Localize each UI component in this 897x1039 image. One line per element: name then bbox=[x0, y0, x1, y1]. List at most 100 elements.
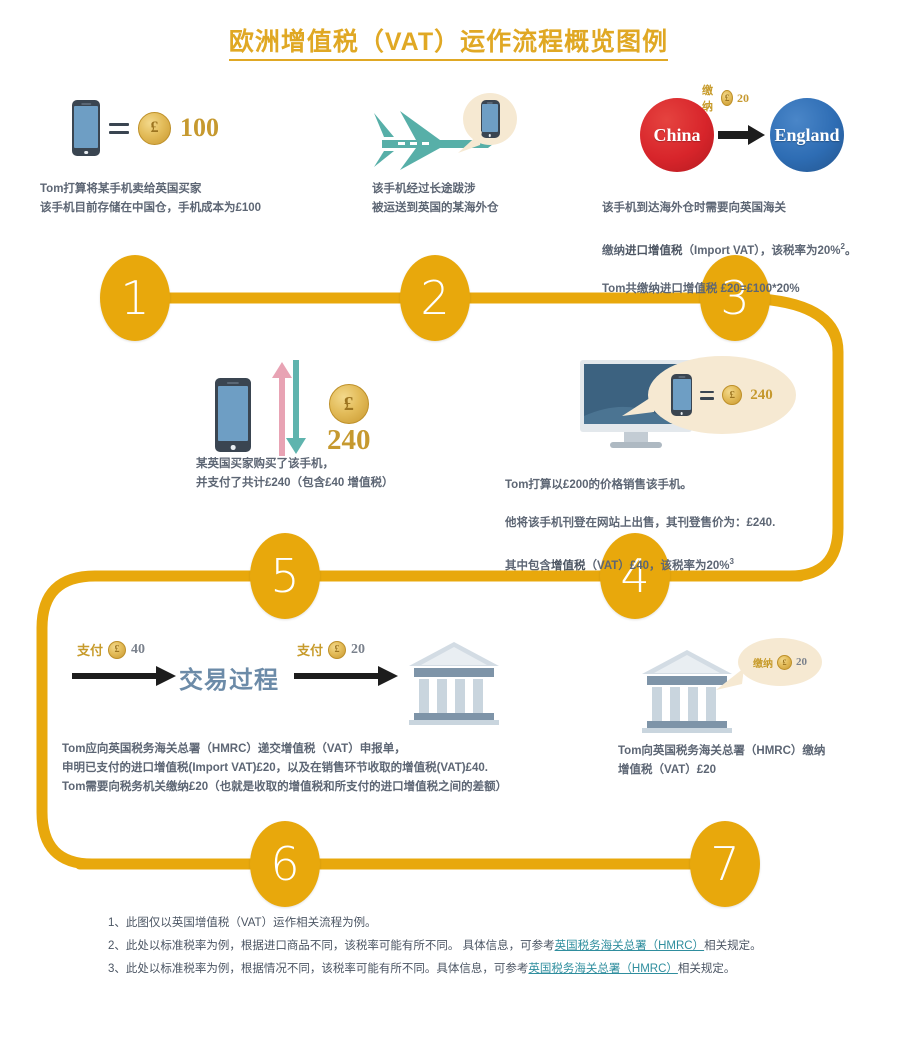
step-2-caption: 该手机经过长途跋涉 被运送到英国的某海外仓 bbox=[372, 183, 499, 214]
coin-symbol: £ bbox=[150, 119, 159, 136]
payment-label-40: 支付 £ 40 bbox=[77, 640, 145, 659]
coin-icon: £ bbox=[328, 640, 347, 659]
equals-icon bbox=[700, 390, 715, 400]
amount-240: 240 bbox=[750, 386, 773, 403]
step-4-l3-bold: 增值税 bbox=[551, 559, 586, 572]
airplane-icon bbox=[374, 111, 498, 170]
pay-amount: 20 bbox=[796, 656, 807, 668]
step-5-illustration: £ 240 bbox=[215, 360, 371, 456]
footnote-ref-3: 3 bbox=[729, 557, 734, 566]
step-1-illustration: £ 100 bbox=[72, 100, 219, 156]
country-england-label: England bbox=[774, 124, 840, 145]
step-marker-7[interactable]: 7 bbox=[690, 821, 760, 907]
payment-label-20: 支付 £ 20 bbox=[297, 640, 365, 659]
bank-building-icon bbox=[409, 642, 499, 725]
hmrc-link[interactable]: 英国税务海关总署（HMRC） bbox=[554, 940, 705, 952]
step-6-illustration: 支付 £ 40 交易过程 支付 £ 20 bbox=[72, 640, 512, 740]
speech-bubble-tail bbox=[622, 394, 656, 416]
step-4-caption-line2: 他将该手机刊登在网站上出售，其刊登售价为：£240. bbox=[505, 517, 776, 529]
step-marker-7-label: 7 bbox=[710, 837, 740, 891]
step-marker-1-label: 1 bbox=[120, 271, 150, 325]
step-4-caption-line3: 其中包含增值税（VAT）£40，该税率为20%3 bbox=[505, 552, 835, 576]
step-3-caption: 该手机到达海外仓时需要向英国海关 缴纳进口增值税（Import VAT），该税率… bbox=[602, 180, 892, 318]
phone-icon bbox=[72, 100, 100, 156]
step-3-l2-pre: 缴纳 bbox=[602, 244, 625, 257]
footnote-item: 2、此处以标准税率为例，根据进口商品不同，该税率可能有所不同。 具体信息，可参考… bbox=[108, 935, 808, 958]
step-marker-5-label: 5 bbox=[270, 549, 300, 603]
step-marker-3[interactable]: 3 bbox=[700, 255, 770, 341]
transaction-process-label: 交易过程 bbox=[179, 667, 279, 694]
step-marker-6-label: 6 bbox=[270, 837, 300, 891]
exchange-arrows-icon bbox=[272, 360, 306, 456]
page-title: 欧洲增值税（VAT）运作流程概览图例 bbox=[0, 22, 897, 61]
step-4-caption-line1: Tom打算以£200的价格销售该手机。 bbox=[505, 479, 693, 491]
pay-label: 缴纳 bbox=[753, 658, 773, 670]
step-marker-3-label: 3 bbox=[720, 271, 750, 325]
pay-label: 支付 bbox=[297, 643, 324, 658]
phone-icon bbox=[480, 100, 500, 138]
step-1-caption: Tom打算将某手机卖给英国买家 该手机目前存储在中国仓，手机成本为£100 bbox=[40, 183, 262, 214]
coin-icon: £ bbox=[108, 640, 127, 659]
arrow-right-icon bbox=[718, 125, 765, 145]
footnote-index: 2、 bbox=[108, 940, 126, 952]
step-4-l3-post: （VAT）£40，该税率为20% bbox=[585, 559, 730, 572]
footnote-index: 1、 bbox=[108, 917, 126, 929]
step-marker-2-label: 2 bbox=[420, 271, 450, 325]
country-china-label: China bbox=[653, 124, 701, 145]
coin-icon: £ bbox=[138, 111, 171, 145]
step-5-caption: 某英国买家购买了该手机， 并支付了共计£240（包含£40 增值税） bbox=[196, 458, 394, 489]
footnotes: 1、此图仅以英国增值税（VAT）运作相关流程为例。 2、此处以标准税率为例，根据… bbox=[108, 912, 808, 981]
coin-symbol: £ bbox=[343, 392, 354, 415]
coin-icon: £ bbox=[328, 384, 369, 424]
step-4-l3-pre: 其中包含 bbox=[505, 559, 551, 572]
pay-amount: 20 bbox=[737, 90, 749, 105]
step-7-illustration: 缴纳 £ 20 bbox=[640, 638, 840, 738]
country-circle-england: England bbox=[770, 98, 844, 172]
amount-240: 240 bbox=[327, 424, 371, 456]
step-3-l2-end: 。 bbox=[844, 244, 857, 257]
pay-label: 缴纳 bbox=[702, 85, 713, 113]
coin-symbol: £ bbox=[724, 93, 730, 103]
equals-icon bbox=[109, 122, 129, 134]
step-4-caption: Tom打算以£200的价格销售该手机。 他将该手机刊登在网站上出售，其刊登售价为… bbox=[505, 457, 835, 595]
coin-symbol: £ bbox=[782, 657, 787, 667]
pay-label: 支付 bbox=[77, 643, 104, 658]
arrow-right-icon bbox=[72, 666, 176, 686]
step-3-l2-bold: 进口增值税 bbox=[625, 244, 683, 257]
amount-100: 100 bbox=[180, 113, 219, 142]
footnote-item: 1、此图仅以英国增值税（VAT）运作相关流程为例。 bbox=[108, 912, 808, 935]
footnote-index: 3、 bbox=[108, 963, 126, 975]
speech-bubble: 缴纳 £ 20 bbox=[738, 638, 822, 686]
footnote-text: 此处以标准税率为例，根据情况不同，该税率可能有所不同。具体信息，可参考 bbox=[125, 963, 529, 975]
page-title-text: 欧洲增值税（VAT）运作流程概览图例 bbox=[228, 28, 669, 61]
step-marker-4-label: 4 bbox=[620, 549, 650, 603]
arrow-right-icon bbox=[294, 666, 398, 686]
coin-icon: £ bbox=[777, 654, 792, 670]
footnote-ref-2: 2 bbox=[840, 242, 845, 251]
speech-bubble-tail bbox=[716, 668, 744, 690]
step-marker-5[interactable]: 5 bbox=[250, 533, 320, 619]
coin-icon: £ bbox=[721, 90, 733, 106]
country-circle-china: China bbox=[640, 98, 714, 172]
coin-icon: £ bbox=[722, 385, 743, 405]
step-4-illustration: £ 240 bbox=[580, 356, 800, 450]
hmrc-link[interactable]: 英国税务海关总署（HMRC） bbox=[528, 963, 678, 975]
step-7-caption: Tom向英国税务海关总署（HMRC）缴纳 增值税（VAT）£20 bbox=[618, 745, 826, 776]
coin-symbol: £ bbox=[114, 644, 120, 655]
step-6-caption: Tom应向英国税务海关总署（HMRC）递交增值税（VAT）申报单， 申明已支付的… bbox=[62, 743, 508, 793]
speech-bubble: £ 240 bbox=[648, 356, 796, 434]
pay-amount: 40 bbox=[131, 641, 146, 657]
step-marker-4[interactable]: 4 bbox=[600, 533, 670, 619]
phone-icon bbox=[215, 378, 251, 452]
step-3-caption-line3: Tom共缴纳进口增值税 £20=£100*20% bbox=[602, 282, 800, 295]
step-marker-2[interactable]: 2 bbox=[400, 255, 470, 341]
step-marker-1[interactable]: 1 bbox=[100, 255, 170, 341]
pay-amount: 20 bbox=[351, 641, 366, 657]
coin-symbol: £ bbox=[729, 389, 736, 401]
step-3-caption-line1: 该手机到达海外仓时需要向英国海关 bbox=[602, 202, 786, 214]
step-marker-6[interactable]: 6 bbox=[250, 821, 320, 907]
coin-symbol: £ bbox=[334, 644, 340, 655]
import-vat-payment-label: 缴纳 £ 20 bbox=[702, 82, 749, 114]
step-3-l2-post: （Import VAT），该税率为20% bbox=[682, 244, 841, 257]
